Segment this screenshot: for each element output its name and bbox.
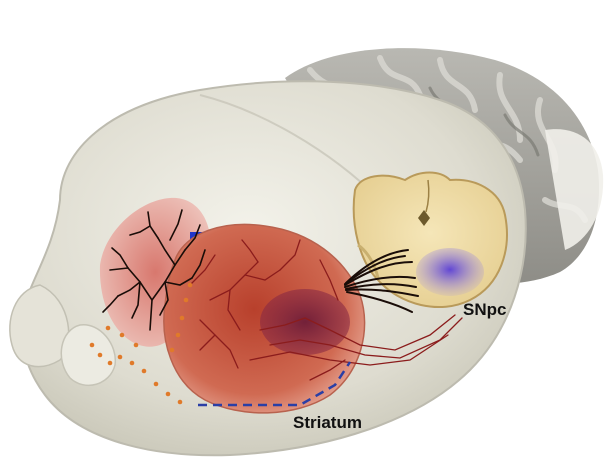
- snpc-region: [416, 248, 484, 296]
- snpc-label: SNpc: [463, 300, 506, 320]
- striatum-label: Striatum: [293, 413, 362, 433]
